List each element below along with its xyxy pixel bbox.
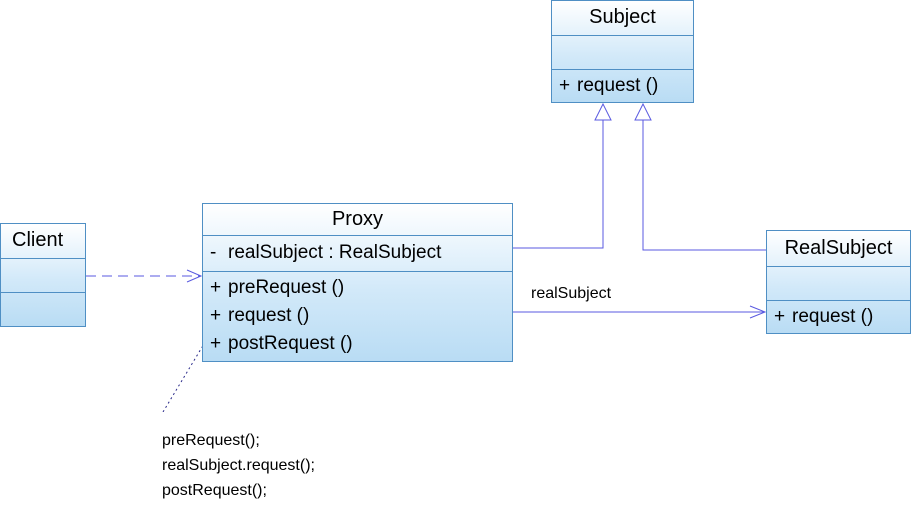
operations-section-subject: + request ()	[552, 69, 693, 102]
association-arrowhead	[749, 305, 767, 319]
association-label: realSubject	[531, 285, 612, 302]
visibility-marker: +	[210, 277, 222, 298]
operation-row: + postRequest ()	[203, 330, 512, 358]
realsubject-subject-generalization[interactable]	[642, 120, 766, 251]
visibility-marker: +	[774, 306, 786, 327]
visibility-marker: +	[210, 333, 222, 354]
operation-text: request ()	[228, 305, 310, 326]
dependency-arrowhead	[186, 269, 203, 283]
operations-section-realsubject: + request ()	[767, 300, 910, 331]
note-line: postRequest();	[162, 482, 267, 499]
attributes-section-subject	[552, 35, 693, 69]
visibility-marker: -	[210, 242, 217, 263]
operations-section-proxy: + preRequest () + request () + postRequest …	[203, 271, 512, 358]
operation-row: + request ()	[767, 303, 910, 331]
class-name-realsubject: RealSubject	[784, 237, 893, 259]
attribute-row: -realSubject : RealSubject	[203, 239, 512, 267]
note-line: preRequest();	[162, 432, 260, 449]
class-client[interactable]: Client	[0, 223, 86, 327]
operations-section-client	[1, 292, 85, 326]
class-name-subject: Subject	[589, 6, 656, 28]
class-name-client: Client	[12, 229, 64, 251]
class-realsubject[interactable]: RealSubject + request ()	[766, 230, 911, 334]
operation-row: + preRequest ()	[203, 274, 512, 302]
visibility-marker: +	[559, 75, 571, 96]
generalization-triangle-proxy	[594, 102, 612, 121]
implementation-note[interactable]: preRequest(); realSubject.request(); pos…	[150, 412, 391, 522]
note-line: realSubject.request();	[162, 457, 315, 474]
operation-text: request ()	[792, 306, 874, 327]
operation-text: postRequest ()	[228, 333, 353, 354]
operation-text: request ()	[577, 75, 659, 96]
attribute-text: realSubject : RealSubject	[228, 242, 442, 263]
attributes-section-client	[1, 258, 85, 292]
class-subject[interactable]: Subject + request ()	[551, 0, 694, 103]
note-text: preRequest(); realSubject.request(); pos…	[162, 428, 315, 503]
visibility-marker: +	[210, 305, 222, 326]
operation-row: + request ()	[552, 72, 693, 100]
proxy-subject-generalization[interactable]	[513, 120, 604, 249]
attributes-section-proxy: -realSubject : RealSubject	[203, 235, 512, 271]
generalization-triangle-realsubject	[634, 102, 652, 121]
attributes-section-realsubject	[767, 266, 910, 300]
class-name-proxy: Proxy	[331, 208, 384, 230]
class-proxy[interactable]: Proxy -realSubject : RealSubject + preReq…	[202, 203, 513, 362]
operation-row: + request ()	[203, 302, 512, 330]
operation-text: preRequest ()	[228, 277, 345, 298]
